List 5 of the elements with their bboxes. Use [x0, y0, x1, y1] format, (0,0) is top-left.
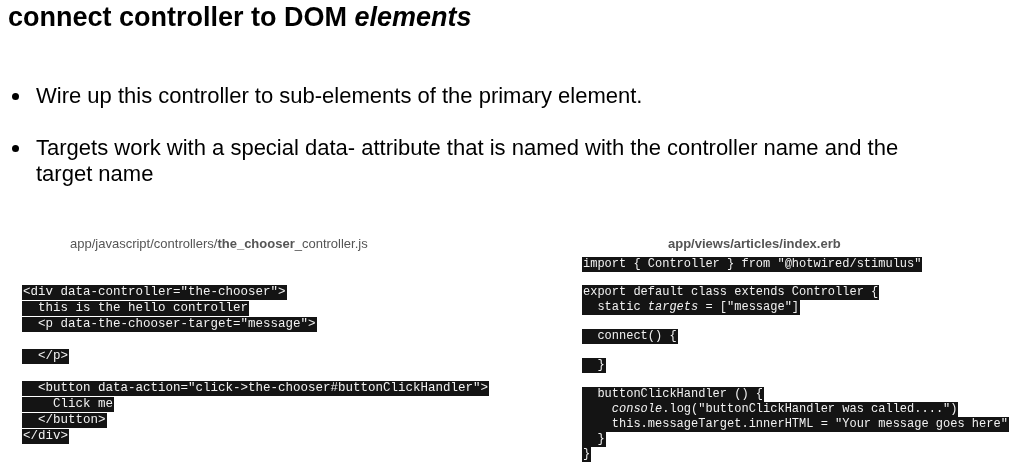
file-path: app/javascript/controllers/the_chooser_controller.js: [70, 236, 368, 251]
slide-title: connect controller to DOM elements: [8, 2, 472, 33]
file-path: app/views/articles/index.erb: [668, 236, 841, 251]
bullet-text: Targets work with a special data- attribute that is named with the controller name and the target name: [36, 135, 900, 187]
bullet-text: Wire up this controller to sub-elements of the primary element.: [36, 83, 644, 109]
